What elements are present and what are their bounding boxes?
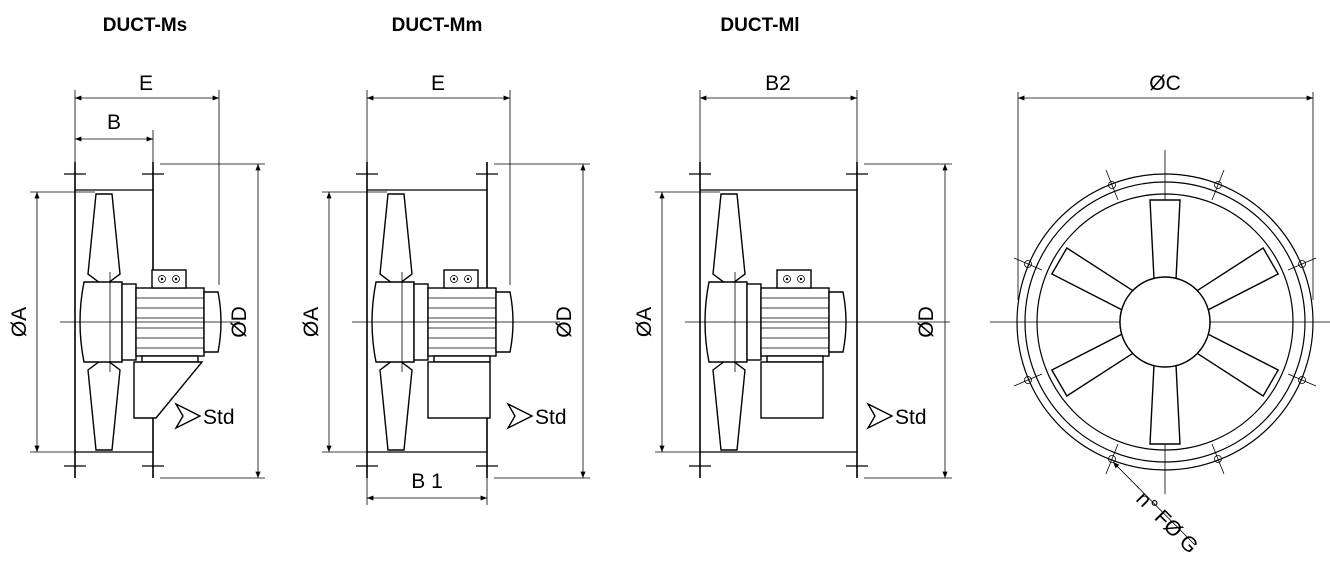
fan-assembly [79,193,222,451]
front-view: ØC [990,72,1330,558]
fan-assembly [704,193,847,451]
dim-d: ØD [228,306,251,338]
dim-c: ØC [1149,72,1181,95]
airflow-arrow-icon [506,402,534,430]
view-duct-ms: DUCT-Ms E B ØA [8,15,265,479]
airflow-label: Std [203,406,235,429]
dim-d: ØD [915,306,938,338]
airflow-label: Std [535,406,567,429]
dim-b1: B 1 [411,470,443,493]
view-title: DUCT-Ms [103,15,187,36]
airflow-arrow-icon [174,402,202,430]
dim-e: E [431,72,445,95]
dim-d: ØD [553,306,576,338]
holes-label: n° FØ G [1131,487,1202,558]
bolt-holes [1013,169,1317,475]
dim-a: ØA [300,307,323,337]
airflow-label: Std [895,406,927,429]
airflow-arrow-icon [866,402,894,430]
dim-a: ØA [633,307,656,337]
view-title: DUCT-Mm [392,15,483,36]
fan-assembly [371,193,514,451]
dim-b2: B2 [765,72,791,95]
view-duct-ml: DUCT-Ml B2 ØA ØD Std [633,15,952,479]
impeller-blades [1050,199,1280,445]
dim-b: B [107,111,121,134]
view-duct-mm: DUCT-Mm E B 1 ØA ØD Std [300,15,590,505]
view-title: DUCT-Ml [720,15,799,36]
dim-a: ØA [8,307,31,337]
dim-e: E [139,72,153,95]
